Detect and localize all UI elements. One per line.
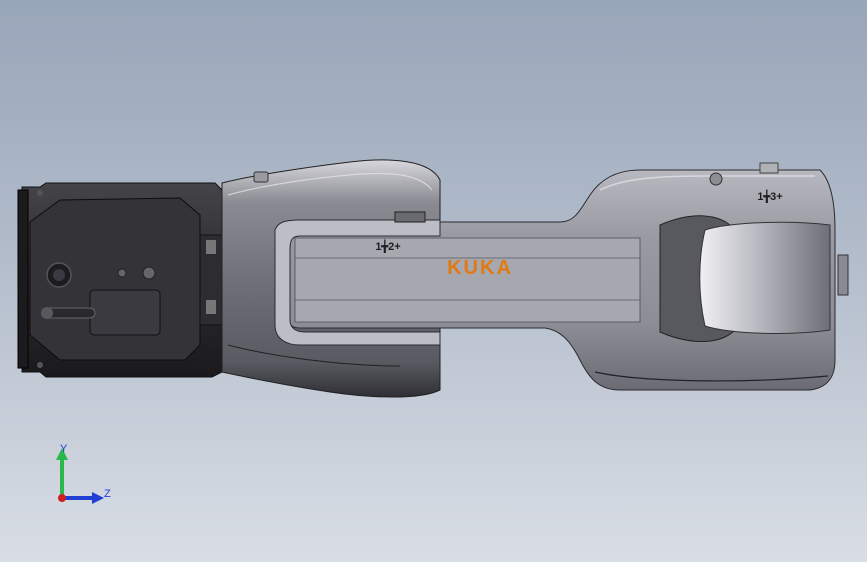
kuka-logo: KUKA xyxy=(447,257,513,279)
x-axis-origin xyxy=(58,494,66,502)
robot-base xyxy=(17,182,227,378)
y-axis-arrow xyxy=(56,448,68,460)
z-axis-arrow xyxy=(92,492,104,504)
z-axis-label: Z xyxy=(104,488,111,500)
y-axis-label: Y xyxy=(60,443,68,455)
lower-arm-sleeve xyxy=(274,211,441,346)
upper-arm-link xyxy=(284,162,849,391)
axis-2-marking: 1╈2+ xyxy=(375,239,400,253)
coordinate-triad[interactable]: Y Z xyxy=(48,440,118,510)
axis-3-marking: 1╈3+ xyxy=(757,189,782,203)
